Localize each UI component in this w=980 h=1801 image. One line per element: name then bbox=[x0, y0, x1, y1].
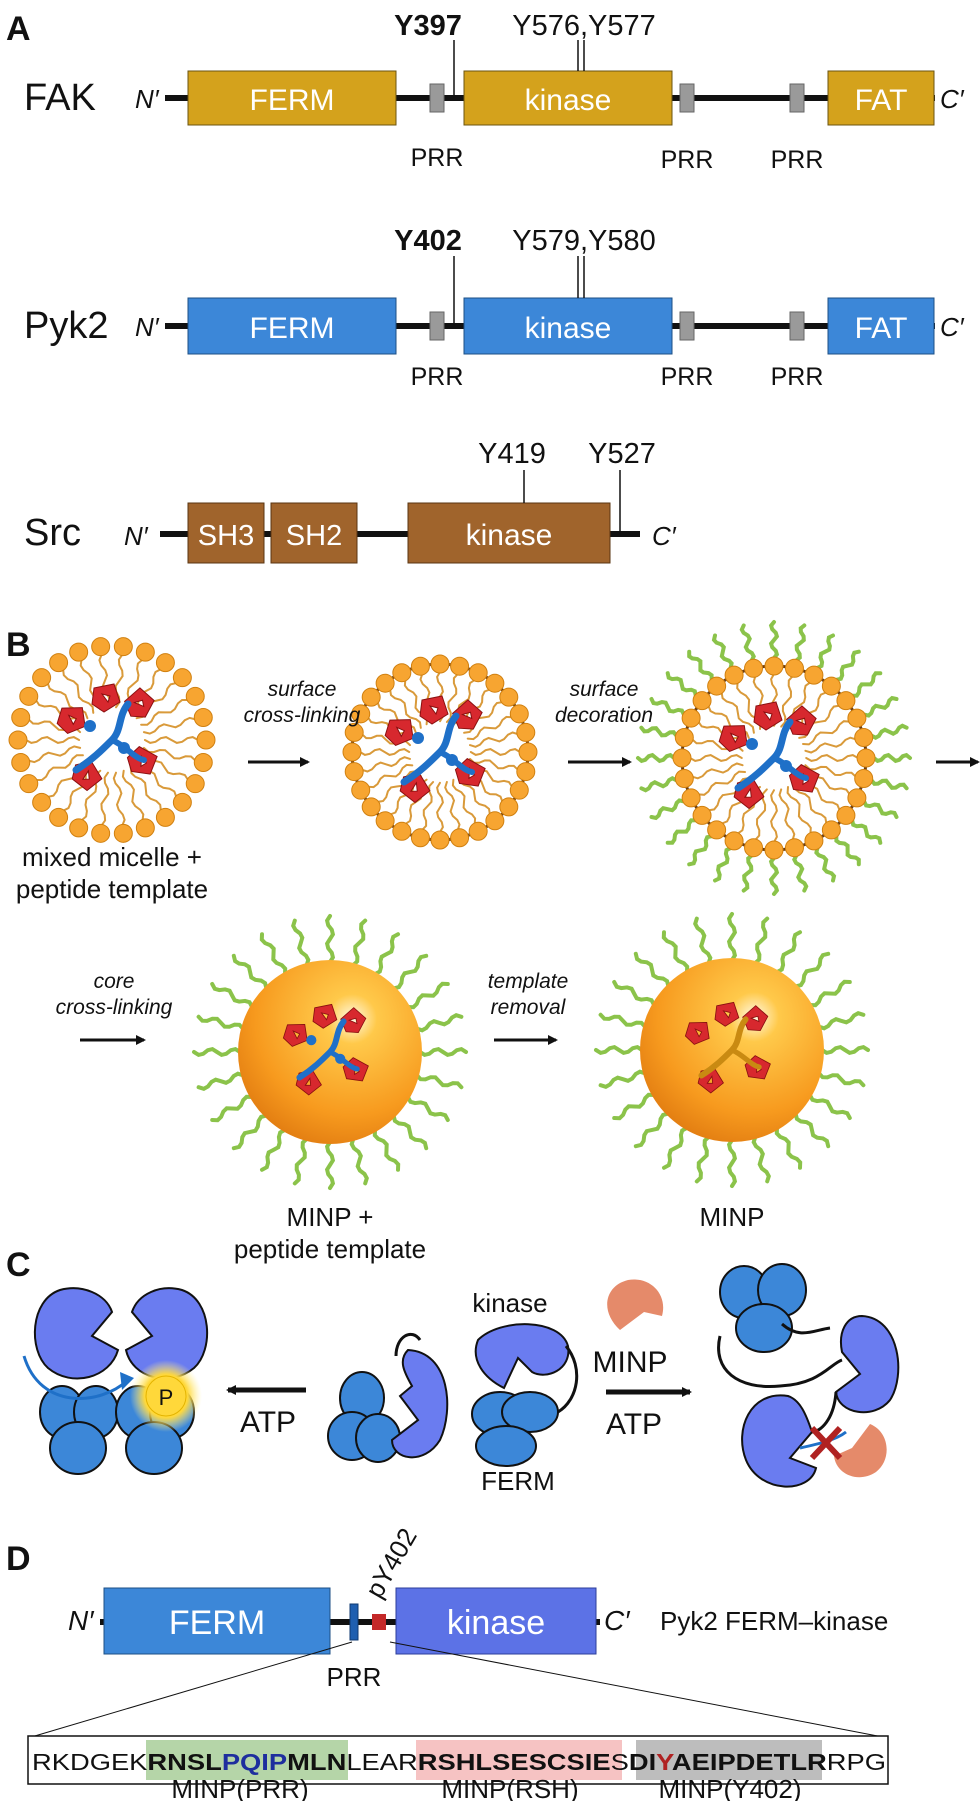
seq-rsh-highlight bbox=[416, 1740, 622, 1780]
d-c-terminus: C′ bbox=[604, 1605, 631, 1636]
pyk2-fat-domain bbox=[827, 297, 935, 355]
panel-d-letter: D bbox=[6, 1540, 31, 1578]
step3-label-line1: core bbox=[94, 970, 135, 993]
cap1-line2: peptide template bbox=[16, 874, 208, 904]
fak-n-terminus: N′ bbox=[135, 84, 160, 114]
pyk2-ferm-domain bbox=[187, 297, 397, 355]
fak-label: FAK bbox=[24, 77, 96, 119]
center-kinase-label: kinase bbox=[472, 1288, 547, 1318]
pyk2-prr3-box bbox=[789, 311, 805, 341]
d-kinase-label: kinase bbox=[447, 1604, 545, 1642]
autoinhibited-pyk2-graphic bbox=[327, 1323, 579, 1467]
step2-label-line2: decoration bbox=[555, 704, 653, 727]
fak-prr2-label: PRR bbox=[661, 146, 714, 174]
step2-label-line1: surface bbox=[570, 678, 639, 701]
surface-decorated-micelle-graphic bbox=[636, 620, 912, 896]
d-ferm-label: FERM bbox=[169, 1604, 265, 1642]
minp-y402-label: MINP(Y402) bbox=[658, 1774, 801, 1801]
fak-domain-map: FAK N′ FERM kinase FAT C′ Y397 Y576,Y577… bbox=[24, 10, 965, 174]
center-ferm-label: FERM bbox=[481, 1466, 555, 1496]
src-label: Src bbox=[24, 512, 81, 554]
step1-label-line2: cross-linking bbox=[244, 704, 361, 727]
pyk2-kinase-domain bbox=[463, 297, 673, 355]
minp-blocked-pyk2-graphic bbox=[717, 1263, 900, 1488]
src-n-terminus: N′ bbox=[124, 521, 149, 551]
pyk2-prr1-label: PRR bbox=[411, 363, 464, 391]
src-kinase-domain bbox=[407, 502, 611, 564]
src-domain-map: Src N′ SH3 SH2 kinase C′ Y419 Y527 bbox=[24, 438, 677, 564]
pyk2-site-y579-y580: Y579,Y580 bbox=[512, 225, 656, 257]
cap3: MINP bbox=[700, 1202, 765, 1232]
src-site-y419: Y419 bbox=[478, 438, 546, 470]
step4-label-line2: removal bbox=[491, 996, 567, 1019]
cap1-line1: mixed micelle + bbox=[22, 842, 202, 872]
minp-wedge-icon bbox=[607, 1279, 664, 1330]
d-ferm-domain bbox=[103, 1587, 331, 1655]
d-n-terminus: N′ bbox=[68, 1605, 95, 1636]
d-prr-label: PRR bbox=[327, 1662, 382, 1692]
pyk2-kinase-label: kinase bbox=[525, 312, 612, 345]
panel-b-letter: B bbox=[6, 626, 31, 664]
src-site-y527: Y527 bbox=[588, 438, 656, 470]
fak-prr3-box bbox=[789, 83, 805, 113]
minp-with-template-graphic bbox=[192, 914, 468, 1190]
seq-prr-highlight bbox=[146, 1740, 348, 1780]
panel-a-letter: A bbox=[6, 10, 31, 48]
fak-prr1-label: PRR bbox=[411, 144, 464, 172]
cap2-line2: peptide template bbox=[234, 1234, 426, 1264]
cap2-line1: MINP + bbox=[287, 1202, 374, 1232]
minp-graphic bbox=[594, 912, 870, 1188]
step3-label-line2: cross-linking bbox=[56, 996, 173, 1019]
src-sh2-domain bbox=[270, 502, 358, 564]
atp-right-label: ATP bbox=[606, 1408, 662, 1441]
step1-label-line1: surface bbox=[268, 678, 337, 701]
fak-prr2-box bbox=[679, 83, 695, 113]
d-title: Pyk2 FERM–kinase bbox=[660, 1606, 888, 1636]
src-sh3-domain bbox=[187, 502, 265, 564]
panel-c-letter: C bbox=[6, 1246, 31, 1284]
fak-fat-domain bbox=[827, 70, 935, 126]
surface-crosslinked-micelle-graphic bbox=[342, 654, 538, 850]
pyk2-domain-map: Pyk2 N′ FERM kinase FAT C′ Y402 Y579,Y58… bbox=[24, 225, 965, 391]
pyk2-ferm-label: FERM bbox=[250, 312, 335, 345]
d-kinase-domain bbox=[395, 1587, 597, 1655]
minp-prr-label: MINP(PRR) bbox=[171, 1774, 308, 1801]
pyk2-c-terminus: C′ bbox=[940, 312, 965, 342]
fak-prr3-label: PRR bbox=[771, 146, 824, 174]
pyk2-prr2-label: PRR bbox=[661, 363, 714, 391]
fak-site-y397: Y397 bbox=[394, 10, 462, 42]
mixed-micelle-graphic bbox=[8, 637, 216, 843]
fak-kinase-label: kinase bbox=[525, 84, 612, 117]
d-py402-marker bbox=[372, 1614, 386, 1630]
pyk2-prr2-box bbox=[679, 311, 695, 341]
src-sh3-label: SH3 bbox=[198, 520, 254, 552]
fak-fat-label: FAT bbox=[855, 84, 908, 117]
pyk2-fat-label: FAT bbox=[855, 312, 908, 345]
pyk2-label: Pyk2 bbox=[24, 305, 108, 347]
src-c-terminus: C′ bbox=[652, 521, 677, 551]
pyk2-prr3-label: PRR bbox=[771, 363, 824, 391]
fak-kinase-domain bbox=[463, 70, 673, 126]
fak-ferm-label: FERM bbox=[250, 84, 335, 117]
active-dimer-graphic: P bbox=[22, 1287, 209, 1475]
src-kinase-label: kinase bbox=[466, 519, 553, 552]
pyk2-prr1-box bbox=[429, 311, 445, 341]
minp-arrow-label: MINP bbox=[593, 1346, 668, 1379]
atp-left-label: ATP bbox=[240, 1406, 296, 1439]
seq-y402-highlight bbox=[636, 1740, 822, 1780]
fak-ferm-domain bbox=[187, 70, 397, 126]
phospho-p-label: P bbox=[159, 1385, 174, 1410]
fak-c-terminus: C′ bbox=[940, 84, 965, 114]
pyk2-site-y402: Y402 bbox=[394, 225, 462, 257]
pyk2-n-terminus: N′ bbox=[135, 312, 160, 342]
fak-prr1-box bbox=[429, 83, 445, 113]
src-sh2-label: SH2 bbox=[286, 520, 342, 552]
d-prr-marker bbox=[349, 1603, 359, 1641]
minp-rsh-label: MINP(RSH) bbox=[441, 1774, 578, 1801]
step4-label-line1: template bbox=[488, 970, 569, 993]
fak-site-y576-y577: Y576,Y577 bbox=[512, 10, 656, 42]
